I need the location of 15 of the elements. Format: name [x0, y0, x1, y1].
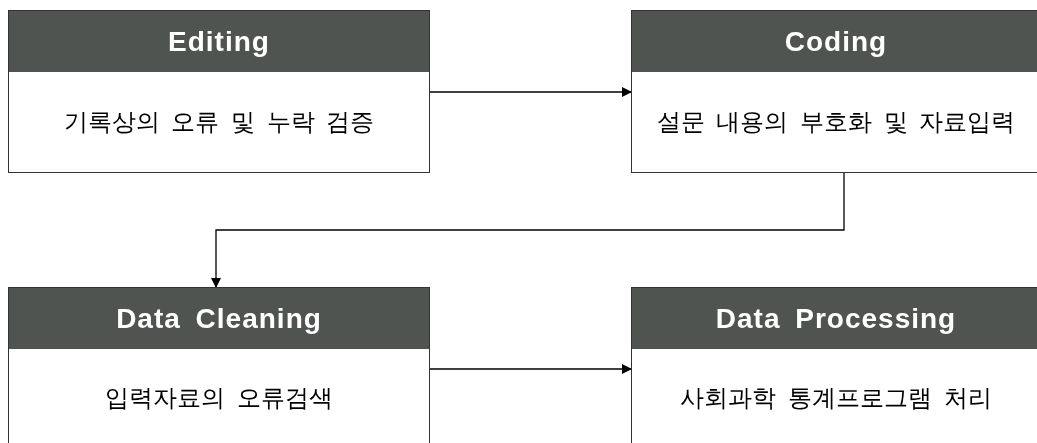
box-header: Coding — [632, 11, 1037, 72]
box-text: 설문 내용의 부호화 및 자료입력 — [656, 107, 1016, 138]
process-box — [631, 10, 1037, 173]
process-box — [631, 287, 1037, 443]
box-text: 입력자료의 오류검색 — [105, 383, 333, 414]
box-header: Editing — [9, 11, 429, 72]
box-header: Data Cleaning — [9, 288, 429, 349]
arrow — [211, 172, 845, 288]
arrow — [429, 87, 632, 97]
process-box — [8, 10, 430, 173]
arrow — [429, 364, 632, 374]
box-text: 사회과학 통계프로그램 처리 — [680, 383, 992, 414]
box-text: 기록상의 오류 및 누락 검증 — [63, 107, 375, 138]
process-box — [8, 287, 430, 443]
box-header: Data Processing — [632, 288, 1037, 349]
